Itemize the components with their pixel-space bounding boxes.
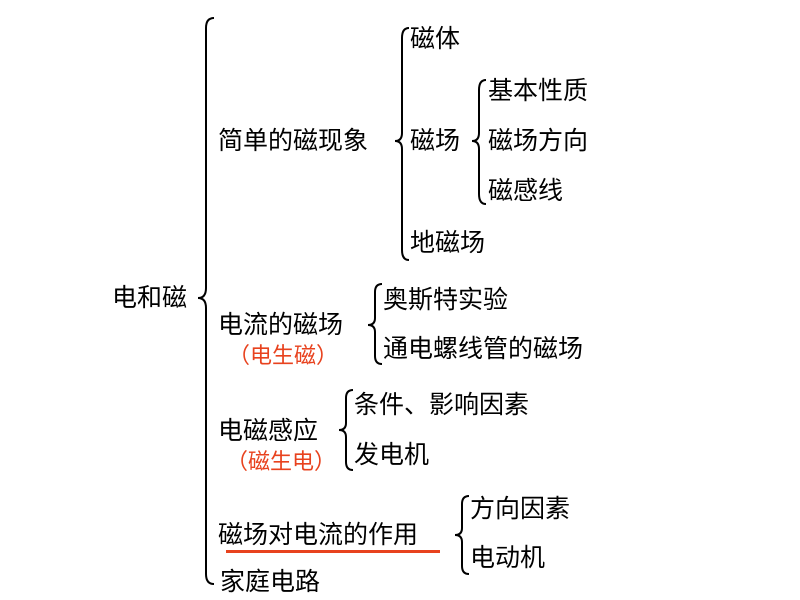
brace-magnetic-field	[471, 79, 487, 205]
brace-simple-magnetic	[394, 27, 410, 261]
node-force: 磁场对电流的作用	[218, 520, 419, 549]
force-underline	[226, 550, 440, 553]
node-oersted: 奥斯特实验	[383, 285, 509, 314]
node-simple-magnetic: 简单的磁现象	[218, 126, 369, 155]
root-node: 电和磁	[112, 283, 188, 312]
note-current-field: （电生磁）	[228, 344, 339, 369]
node-generator: 发电机	[354, 440, 430, 469]
node-current-field: 电流的磁场	[218, 310, 344, 339]
brace-force	[454, 495, 470, 575]
node-magnet: 磁体	[410, 24, 461, 53]
node-field-lines: 磁感线	[488, 176, 564, 205]
node-induction: 电磁感应	[218, 416, 319, 445]
node-conditions: 条件、影响因素	[354, 390, 530, 419]
brace-induction	[338, 389, 354, 471]
main-brace	[197, 17, 215, 585]
brace-current-field	[367, 283, 383, 365]
node-basic-property: 基本性质	[488, 76, 589, 105]
node-motor: 电动机	[470, 543, 546, 572]
node-earth-field: 地磁场	[410, 228, 486, 257]
node-field-direction: 磁场方向	[488, 126, 589, 155]
node-direction-factors: 方向因素	[470, 494, 571, 523]
node-magnetic-field: 磁场	[410, 126, 461, 155]
node-solenoid: 通电螺线管的磁场	[383, 334, 584, 363]
node-household-circuit: 家庭电路	[220, 567, 321, 596]
note-induction: （磁生电）	[226, 450, 337, 475]
